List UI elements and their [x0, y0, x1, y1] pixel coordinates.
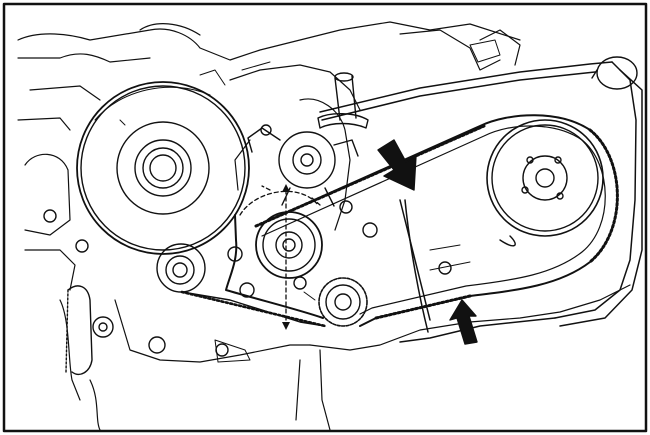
misc-details	[119, 39, 501, 363]
cover-bolt-cap	[591, 56, 638, 90]
belt-direction-arrow-lower	[449, 299, 478, 345]
belt-cover-outline	[319, 61, 643, 343]
engine-block-outline	[17, 21, 631, 431]
belt-direction-arrow-upper	[377, 139, 417, 191]
coolant-hose	[317, 72, 369, 129]
tensioner-motion-indicator	[239, 184, 321, 330]
crank-flange	[65, 285, 93, 376]
crankshaft-pulley	[76, 81, 250, 255]
camshaft-sprocket	[486, 119, 604, 247]
timing-belt	[180, 114, 619, 328]
oil-pump-sprocket	[318, 277, 368, 327]
